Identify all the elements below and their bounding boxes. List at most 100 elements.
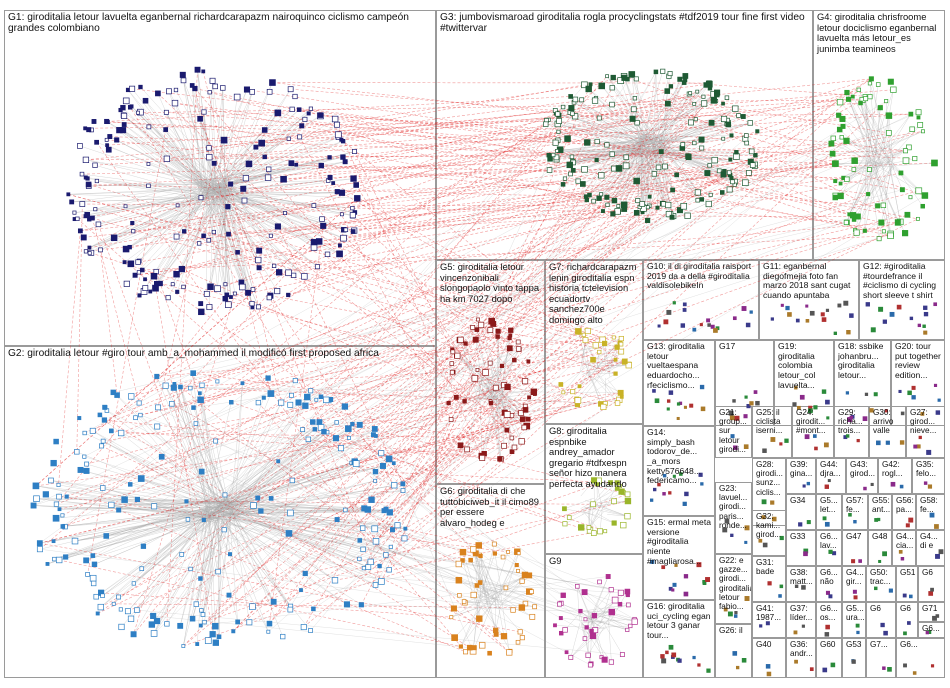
- group-label-g55: G55: ant...: [872, 496, 891, 515]
- group-box-g14: G14: simply_bash todorov_de... _a_mors k…: [643, 426, 715, 516]
- group-box-g40: G40: [752, 638, 786, 678]
- group-label-g51: G51: [900, 568, 916, 577]
- group-box-g71: G71: [918, 602, 945, 622]
- group-label-g15: G15: ermal meta versione #giroditalia ni…: [647, 517, 711, 566]
- group-label-g4z: G4... di e: [920, 532, 938, 551]
- group-label-g60: G60: [820, 640, 836, 649]
- group-label-g47: G47: [846, 532, 862, 541]
- group-box-g15: G15: ermal meta versione #giroditalia ni…: [643, 516, 715, 600]
- group-label-g6h: G6...: [900, 640, 918, 649]
- group-box-g32: G32: kami... girod...: [752, 510, 786, 556]
- group-label-g42: G42: rogl...: [882, 460, 903, 479]
- group-box-g39: G39: gina...: [786, 458, 816, 494]
- group-label-g4y: G4... cia...: [896, 532, 914, 551]
- group-label-g6a: G6... lav...: [820, 532, 838, 551]
- group-box-g31: G31: bade: [752, 556, 786, 602]
- group-box-g16: G16: giroditalia uci_cycling egan letour…: [643, 600, 715, 678]
- group-label-g2: G2: giroditalia letour #giro tour amb_a_…: [8, 348, 379, 359]
- group-box-g56: G56: pa...: [892, 494, 916, 530]
- group-label-g37: G37: líder...: [790, 604, 813, 623]
- group-box-g51: G51: [896, 566, 918, 602]
- group-label-g33: G33: [790, 532, 806, 541]
- group-box-g36: G36: andr...: [786, 638, 816, 678]
- group-label-g5b: G5... let...: [820, 496, 838, 515]
- group-label-g8: G8: giroditalia espnbike andrey_amador g…: [549, 425, 627, 489]
- group-label-g24: G24: girodit... #mont...: [796, 408, 826, 436]
- group-box-g55: G55: ant...: [868, 494, 892, 530]
- group-box-g3: G3: jumbovismaroad giroditalia rogla pro…: [436, 10, 813, 260]
- group-label-g40: G40: [756, 640, 772, 649]
- group-label-g6e: G6: [870, 604, 881, 613]
- group-box-g6b: G6... não: [816, 566, 842, 602]
- group-box-g22: G22: e gazze... girodi... giroditalia le…: [715, 554, 752, 624]
- group-box-g50: G50: trac...: [866, 566, 896, 602]
- group-box-g4: G4: giroditalia chrisfroome letour docic…: [813, 10, 945, 260]
- group-label-g26: G26: il: [719, 626, 743, 635]
- group-label-g38: G38: matt...: [790, 568, 813, 587]
- group-box-g2: G2: giroditalia letour #giro tour amb_a_…: [4, 346, 436, 678]
- group-label-g10: G10: il di giroditalia raisport 2019 da …: [647, 261, 752, 291]
- group-box-g43: G43: girod...: [846, 458, 878, 494]
- group-box-g6e: G6: [866, 602, 896, 638]
- group-label-g3: G3: jumbovismaroad giroditalia rogla pro…: [440, 12, 805, 35]
- group-label-g25: G25: il ciclista iserni...: [756, 408, 783, 436]
- group-label-g13: G13: giroditalia letour vueltaespana edu…: [647, 341, 705, 390]
- group-label-g21: G21: group... sur letour girodi...: [719, 408, 747, 454]
- group-label-g30: G30: arrivo valle: [873, 408, 894, 436]
- group-box-g6a: G6... lav...: [816, 530, 842, 566]
- group-label-g19: G19: giroditalia colombia letour_col lav…: [778, 341, 816, 390]
- group-box-g33: G33: [786, 530, 816, 566]
- group-label-g20: G20: tour put together review edition...: [895, 341, 941, 380]
- group-label-g18: G18: ssbike johanbru... giroditalia leto…: [838, 341, 884, 380]
- group-label-g6: G6: giroditalia di che tuttobiciweb_it i…: [440, 485, 540, 528]
- group-label-g17: G17: [719, 341, 736, 351]
- group-label-g6b: G6... não: [820, 568, 838, 587]
- group-label-g32: G32: kami... girod...: [756, 512, 782, 540]
- group-label-g57: G57: fe...: [846, 496, 864, 515]
- group-box-g58: G58: fe...: [916, 494, 945, 530]
- group-label-g5a: G5... ura...: [846, 604, 865, 623]
- group-box-g6d: G6: [918, 566, 945, 602]
- group-box-g8: G8: giroditalia espnbike andrey_amador g…: [545, 424, 643, 554]
- group-label-g7a: G7...: [870, 640, 888, 649]
- group-box-g6g: G6...: [918, 622, 945, 638]
- group-box-g10: G10: il di giroditalia raisport 2019 da …: [643, 260, 759, 340]
- group-box-g5: G5: giroditalia letour vincenzonibali sl…: [436, 260, 545, 484]
- group-box-g11: G11: eganbernal diegofmejia foto fan mar…: [759, 260, 859, 340]
- group-box-g5a: G5... ura...: [842, 602, 866, 638]
- group-label-g48: G48: [872, 532, 888, 541]
- group-label-g4x: G4... gir...: [846, 568, 864, 587]
- group-label-g28: G28: girodi... sunz... ciclis...: [756, 460, 783, 497]
- group-box-g27: G27: girod... nieve...: [906, 406, 945, 458]
- group-box-g21: G21: group... sur letour girodi...: [715, 406, 752, 458]
- group-label-g56: G56: pa...: [896, 496, 914, 515]
- group-label-g41: G41: 1987...: [756, 604, 782, 623]
- group-box-g29: G29: richa... trois...: [834, 406, 869, 458]
- group-box-g35: G35: felo...: [912, 458, 945, 494]
- group-box-g44: G44: djra...: [816, 458, 846, 494]
- group-label-g1: G1: giroditalia letour lavuelta eganbern…: [8, 12, 409, 35]
- group-box-g7: G7: richardcarapazm lenin giroditalia es…: [545, 260, 643, 424]
- group-label-g35: G35: felo...: [916, 460, 937, 479]
- group-box-g6c: G6... os...: [816, 602, 842, 638]
- group-box-g48: G48: [868, 530, 892, 566]
- group-label-g36: G36: andr...: [790, 640, 813, 659]
- group-label-g6c: G6... os...: [820, 604, 838, 623]
- group-box-g38: G38: matt...: [786, 566, 816, 602]
- group-box-g30: G30: arrivo valle: [869, 406, 906, 458]
- group-box-g5b: G5... let...: [816, 494, 842, 530]
- group-label-g39: G39: gina...: [790, 460, 813, 479]
- group-box-g9: G9: [545, 554, 643, 678]
- group-box-g25: G25: il ciclista iserni...: [752, 406, 792, 458]
- group-box-g23: G23: lavuel... girodi... paris... ronde.…: [715, 482, 752, 554]
- group-box-g24: G24: girodit... #mont...: [792, 406, 834, 458]
- group-label-g29: G29: richa... trois...: [838, 408, 863, 436]
- group-box-g34: G34: [786, 494, 816, 530]
- group-label-g58: G58: fe...: [920, 496, 938, 515]
- group-box-g13: G13: giroditalia letour vueltaespana edu…: [643, 340, 715, 426]
- group-label-g22: G22: e gazze... girodi... giroditalia le…: [719, 556, 752, 611]
- group-box-g6: G6: giroditalia di che tuttobiciweb_it i…: [436, 484, 545, 678]
- group-label-g71: G71: [922, 604, 938, 613]
- group-box-g6f: G6: [896, 602, 918, 638]
